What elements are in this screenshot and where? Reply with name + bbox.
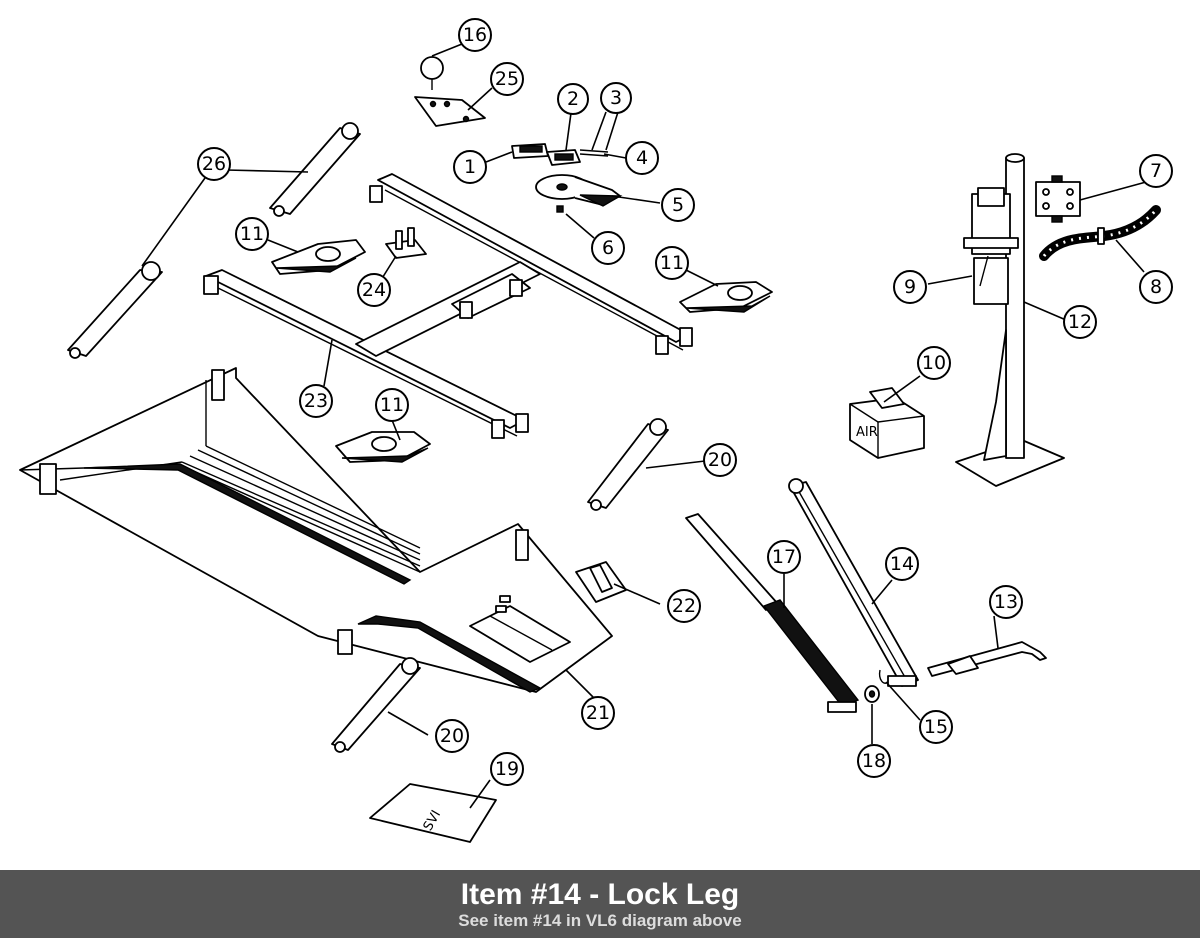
callout-13: 13 [989,585,1023,619]
svg-text:19: 19 [495,758,519,780]
callout-7: 7 [1139,154,1173,188]
caption-bar: Item #14 - Lock Leg See item #14 in VL6 … [0,870,1200,938]
callout-4: 4 [625,141,659,175]
callout-1: 1 [453,150,487,184]
callout-23: 23 [299,384,333,418]
part-8-hose [1039,205,1161,261]
callout-2: 2 [557,83,589,115]
part-12-column [955,153,1065,487]
svg-text:2: 2 [567,88,579,110]
part-2-block [546,149,581,166]
callout-18: 16 [458,18,492,52]
part-24-bracket [385,227,427,259]
svg-text:8: 8 [1150,276,1162,298]
svg-text:6: 6 [602,237,614,259]
part-14-lock-leg [788,478,919,687]
callout-10: 10 [917,346,951,380]
callout-15: 15 [919,710,953,744]
svg-text:22: 22 [672,595,696,617]
caption-subtitle: See item #14 in VL6 diagram above [458,911,742,930]
part-11-hold-down-a [271,239,366,275]
callout-11-left: 11 [235,217,269,251]
callout-9: 9 [893,270,927,304]
part-17-spring [685,513,860,713]
svg-text:14: 14 [890,553,914,575]
part-10-air-box: AIR [849,387,925,459]
part-22-bracket [575,561,627,603]
callout-14: 14 [885,547,919,581]
part-21-base-plate [19,367,613,693]
part-13-handle [927,641,1047,677]
part-23-frame [203,173,693,439]
svg-text:23: 23 [304,390,328,412]
svg-text:11: 11 [240,223,264,245]
callout-11-middle: 11 [375,388,409,422]
part-1-latch [511,143,549,159]
callout-22: 22 [667,589,701,623]
callout-17: 17 [767,540,801,574]
caption-title: Item #14 - Lock Leg [460,878,740,911]
svg-text:1: 1 [464,156,476,178]
part-6-nut [556,205,564,213]
part-20-arm-lower [331,657,421,753]
air-box-label: AIR [856,425,878,440]
callout-24: 24 [357,273,391,307]
callout-20-lower: 20 [435,719,469,753]
callout-20-upper: 20 [703,443,737,477]
svg-text:10: 10 [922,352,946,374]
part-11-hold-down-b [679,281,773,313]
svg-text:11: 11 [380,394,404,416]
callout-11-right: 11 [655,246,689,280]
svg-text:24: 24 [362,279,386,301]
svg-text:7: 7 [1150,160,1162,182]
part-19-decal: SVI [369,783,497,843]
callout-25: 26 [197,147,231,181]
part-5-cam [535,174,623,207]
part-18-knob [420,56,444,90]
svg-text:20: 20 [708,449,732,471]
part-drawings: SVI AIR [19,56,1161,843]
part-25-arm-upper [269,122,361,217]
svg-text:3: 3 [610,87,622,109]
part-26-plate [414,96,486,127]
svg-text:20: 20 [440,725,464,747]
svg-text:13: 13 [994,591,1018,613]
callout-8: 8 [1139,270,1173,304]
callout-19: 19 [490,752,524,786]
callout-3: 3 [600,82,632,114]
callouts: 16 25 2 3 1 4 5 6 26 11 24 11 23 11 7 9 … [197,18,1173,786]
callout-5: 5 [661,188,695,222]
svg-text:9: 9 [904,276,916,298]
parts-diagram: SVI AIR [19,18,1173,843]
callout-26: 25 [490,62,524,96]
svg-text:5: 5 [672,194,684,216]
part-11-hold-down-c [335,431,431,463]
svg-text:21: 21 [586,702,610,724]
part-16-washer [864,685,880,703]
part-15-clip [878,669,889,684]
svg-text:17: 17 [772,546,796,568]
leader-lines [141,43,1147,809]
svg-text:12: 12 [1068,311,1092,333]
callout-21: 21 [581,696,615,730]
svg-text:11: 11 [660,252,684,274]
svg-text:15: 15 [924,716,948,738]
svg-text:18: 18 [862,750,886,772]
part-7-plate [1035,175,1081,223]
svg-text:4: 4 [636,147,648,169]
part-20-arm-upper [587,418,669,511]
callout-16: 18 [857,744,891,778]
callout-12: 12 [1063,305,1097,339]
svg-text:26: 26 [202,153,226,175]
svg-text:25: 25 [495,68,519,90]
part-4-pin [579,149,609,157]
part-25-arm-lower [67,261,163,359]
svg-text:16: 16 [463,24,487,46]
callout-6: 6 [591,231,625,265]
part-9-valve [963,187,1019,305]
